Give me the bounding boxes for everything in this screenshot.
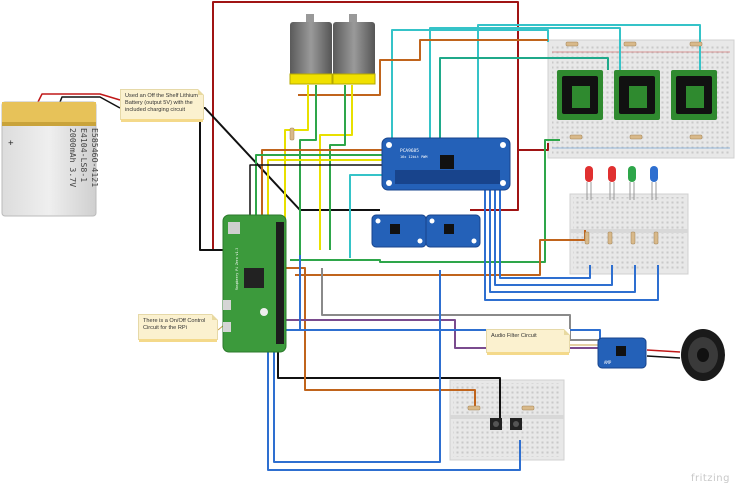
push-button-1 <box>490 418 502 430</box>
breadboard-power <box>449 379 565 461</box>
fritzing-watermark: fritzing <box>690 473 730 484</box>
pwm-subtitle: 16x 12bit PWM <box>400 155 427 159</box>
note-onoff: There is a On/Off Control Circuit for th… <box>138 314 218 342</box>
breadboard-leds <box>569 193 689 275</box>
note-onoff-text: There is a On/Off Control Circuit for th… <box>143 318 206 331</box>
rpi-label: Raspberry Pi Zero v1.3 <box>235 248 239 290</box>
amp-label: AMP <box>604 360 612 365</box>
motor-driver-right <box>425 214 481 248</box>
battery-line-2: E4104-LS8-1 <box>79 128 89 182</box>
relay-2 <box>614 70 660 120</box>
push-button-2 <box>510 418 522 430</box>
resistors <box>289 41 703 411</box>
led-green <box>628 166 636 200</box>
relay-1 <box>557 70 603 120</box>
battery-plus: + <box>5 140 15 146</box>
dc-motor-right <box>332 14 376 85</box>
led-red-1 <box>585 166 593 200</box>
motor-driver-left <box>371 214 427 248</box>
battery-line-1: E58546O-4121 <box>90 128 100 187</box>
note-audio-filter: Audio Filter Circuit <box>486 329 570 355</box>
dc-motor-left <box>289 14 333 85</box>
speaker <box>681 329 725 381</box>
note-audio-text: Audio Filter Circuit <box>491 333 537 339</box>
note-battery-text: Used an Off the Shelf Lithium Battery (o… <box>125 93 198 113</box>
battery-line-3: 2000mAh 3.7V <box>68 128 78 187</box>
raspberry-pi-zero: Raspberry Pi Zero v1.3 <box>222 214 287 353</box>
lithium-battery: + E58546O-4121 E4104-LS8-1 2000mAh 3.7V <box>1 101 100 217</box>
led-blue <box>650 166 658 200</box>
audio-amplifier: AMP <box>597 337 647 369</box>
pwm-title: PCA9685 <box>400 148 419 154</box>
pwm-driver-board: PCA9685 16x 12bit PWM <box>381 137 511 191</box>
led-red-2 <box>608 166 616 200</box>
note-battery: Used an Off the Shelf Lithium Battery (o… <box>120 89 204 122</box>
relay-3 <box>671 70 717 120</box>
